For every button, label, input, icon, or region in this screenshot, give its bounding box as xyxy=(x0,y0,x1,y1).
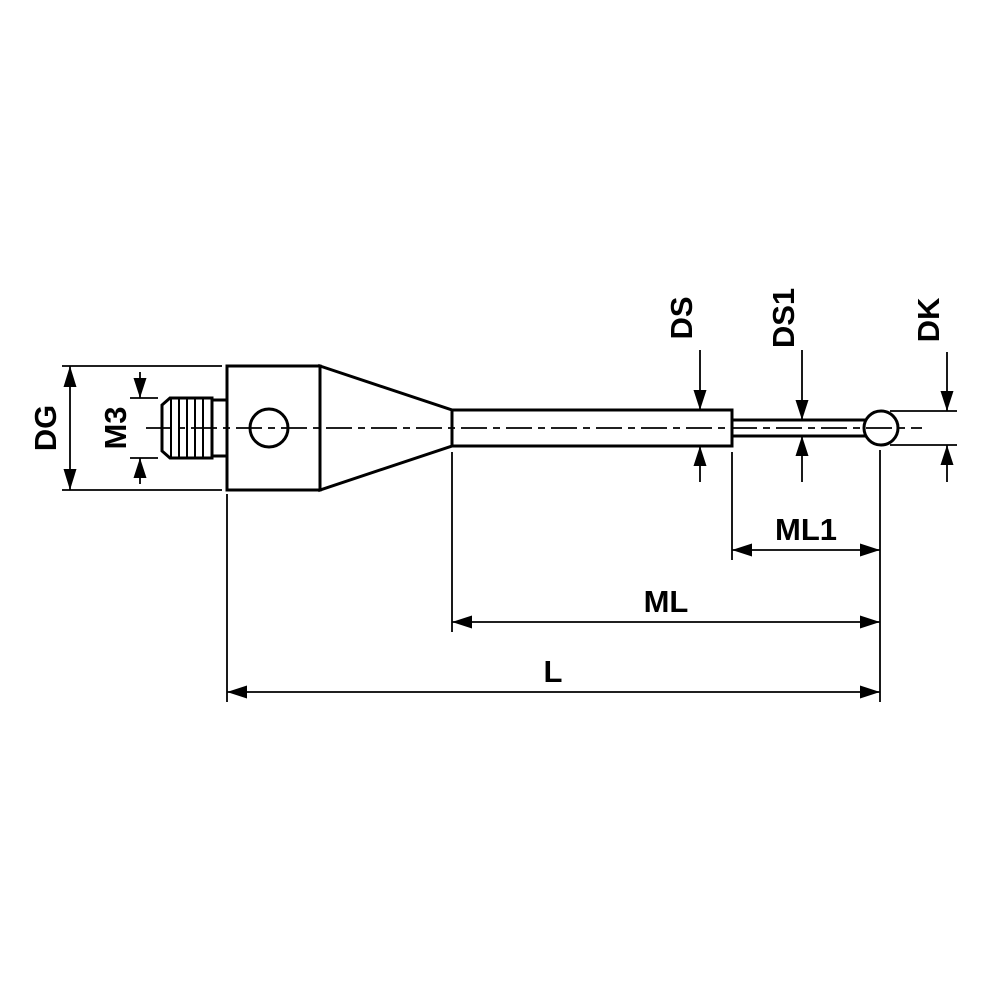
arrowhead-left xyxy=(732,543,752,557)
arrowhead-up xyxy=(133,458,147,478)
dimension-ds: DS xyxy=(664,296,707,482)
dimension-label-dg: DG xyxy=(28,405,63,452)
arrowhead-down xyxy=(795,400,809,420)
dimension-ds1: DS1 xyxy=(766,288,809,482)
arrowhead-left xyxy=(452,615,472,629)
arrowhead-down xyxy=(133,378,147,398)
arrowhead-up xyxy=(795,436,809,456)
arrowhead-up xyxy=(693,446,707,466)
dimension-label-ds: DS xyxy=(664,296,699,339)
arrowhead-down xyxy=(940,391,954,411)
arrowhead-down xyxy=(693,390,707,410)
arrowhead-left xyxy=(227,685,247,699)
dimension-label-m3: M3 xyxy=(98,406,133,449)
arrowhead-up xyxy=(63,366,77,387)
dimension-m3: M3 xyxy=(98,372,158,484)
dimension-ml1: ML1 xyxy=(731,452,880,560)
dimension-label-ml1: ML1 xyxy=(775,512,837,547)
arrowhead-up xyxy=(940,445,954,465)
arrowhead-down xyxy=(63,469,77,490)
arrowhead-right xyxy=(860,685,880,699)
dimension-l: L xyxy=(226,494,880,702)
dimension-label-l: L xyxy=(544,654,563,689)
dimension-label-ml: ML xyxy=(644,584,689,619)
dimension-dg: DG xyxy=(28,365,222,491)
dimension-label-ds1: DS1 xyxy=(766,288,801,348)
arrowhead-right xyxy=(860,543,880,557)
dimension-label-dk: DK xyxy=(911,297,946,342)
dimension-ml: ML xyxy=(451,452,880,632)
dimension-dk: DK xyxy=(890,297,957,482)
arrowhead-right xyxy=(860,615,880,629)
